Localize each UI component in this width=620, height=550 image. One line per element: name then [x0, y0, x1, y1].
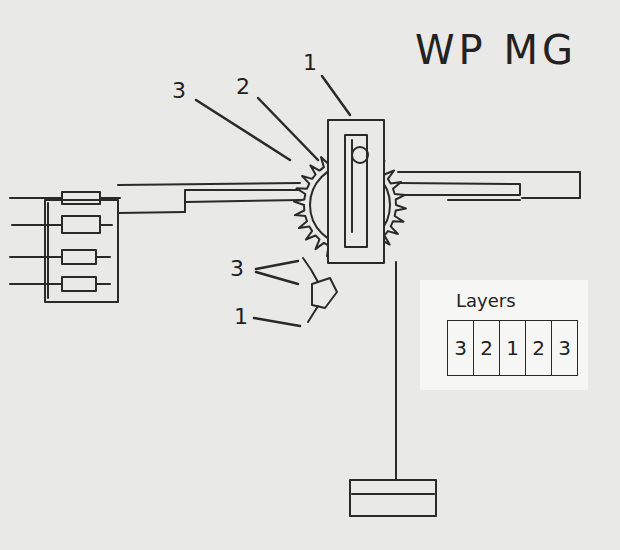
legend-panel: Layers32123 — [420, 280, 588, 390]
resistor-symbol — [10, 192, 120, 291]
layer-cell: 3 — [447, 320, 474, 376]
callout-number: 3 — [230, 258, 244, 280]
layer-cell: 1 — [499, 320, 526, 376]
pawl — [303, 258, 337, 322]
title: WP MG — [415, 30, 577, 70]
layer-number: 1 — [506, 336, 519, 360]
layer-number: 2 — [480, 336, 493, 360]
layer-cell: 3 — [551, 320, 578, 376]
callout-number: 3 — [172, 80, 186, 102]
legend-heading: Layers — [456, 290, 516, 311]
plate — [328, 120, 384, 263]
layer-cell: 2 — [473, 320, 500, 376]
callout-number: 2 — [236, 76, 250, 98]
layer-number: 3 — [454, 336, 467, 360]
layer-number: 3 — [558, 336, 571, 360]
layer-cell: 2 — [525, 320, 552, 376]
callout-number: 1 — [303, 52, 317, 74]
callout-number: 1 — [234, 306, 248, 328]
resistor-box — [10, 192, 120, 302]
layer-number: 2 — [532, 336, 545, 360]
leader-line — [196, 76, 350, 326]
